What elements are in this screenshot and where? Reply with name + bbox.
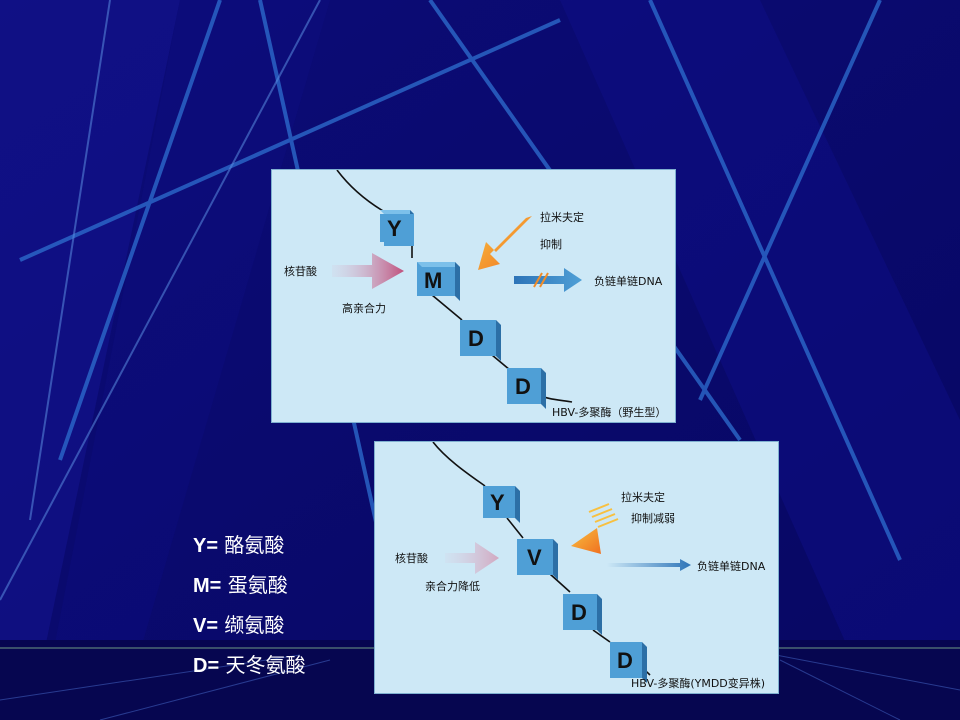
legend-name: 天冬氨酸 bbox=[225, 653, 306, 677]
residue-label-v: V bbox=[527, 545, 542, 570]
residue-label-y: Y bbox=[387, 216, 402, 241]
mutant-diagram bbox=[432, 442, 691, 683]
residue-label-y: Y bbox=[490, 490, 505, 515]
legend-code: V= bbox=[193, 615, 219, 637]
drug-effect-label: 抑制减弱 bbox=[631, 512, 675, 525]
block-marks bbox=[533, 272, 549, 288]
product-label: 负链单链DNA bbox=[697, 560, 766, 573]
affinity-label: 高亲合力 bbox=[342, 302, 386, 315]
residue-block-d1 bbox=[460, 320, 501, 361]
legend-name: 缬氨酸 bbox=[224, 613, 285, 637]
drug-label: 拉米夫定 bbox=[540, 211, 584, 224]
residue-block-y bbox=[483, 486, 520, 523]
lamivudine-inhibit-arrow bbox=[478, 216, 532, 270]
affinity-label: 亲合力降低 bbox=[425, 580, 480, 593]
residue-block-m bbox=[417, 262, 460, 301]
legend-code: Y= bbox=[193, 535, 219, 557]
wild-type-panel: Y M D D 拉米夫定 抑制 核苷酸 高亲合力 负链单链DNA HBV-多聚酶… bbox=[271, 169, 676, 423]
residue-label-d1: D bbox=[468, 326, 484, 351]
amino-acid-legend: Y= 酪氨酸 M= 蛋氨酸 V= 缬氨酸 D= 天冬氨酸 bbox=[193, 530, 305, 690]
panel-caption: HBV-多聚酶(YMDD变异株) bbox=[631, 677, 766, 690]
product-arrow bbox=[514, 268, 582, 292]
residue-block-d2 bbox=[507, 368, 546, 409]
legend-code: D= bbox=[193, 655, 220, 677]
product-label: 负链单链DNA bbox=[594, 275, 663, 288]
legend-name: 酪氨酸 bbox=[224, 533, 285, 557]
legend-row-y: Y= 酪氨酸 bbox=[193, 530, 305, 570]
substrate-label: 核苷酸 bbox=[284, 265, 317, 278]
lamivudine-inhibit-arrow bbox=[571, 528, 601, 554]
weakened-arrow-stripes bbox=[588, 503, 619, 528]
legend-row-m: M= 蛋氨酸 bbox=[193, 570, 305, 610]
legend-row-v: V= 缬氨酸 bbox=[193, 610, 305, 650]
residue-block-d2 bbox=[610, 642, 647, 683]
wild-type-diagram bbox=[332, 170, 582, 409]
nucleoside-arrow bbox=[445, 542, 499, 574]
residue-label-d2: D bbox=[617, 648, 633, 673]
legend-name: 蛋氨酸 bbox=[227, 573, 288, 597]
residue-label-m: M bbox=[424, 268, 443, 293]
residue-block-d1 bbox=[563, 594, 602, 635]
substrate-label: 核苷酸 bbox=[395, 552, 428, 565]
drug-label: 拉米夫定 bbox=[621, 491, 665, 504]
residue-label-d1: D bbox=[571, 600, 587, 625]
polymerase-strand bbox=[336, 170, 573, 403]
legend-code: M= bbox=[193, 575, 222, 597]
product-arrow bbox=[607, 559, 691, 571]
residue-block-v bbox=[517, 539, 558, 580]
drug-effect-label: 抑制 bbox=[540, 238, 562, 251]
nucleoside-arrow bbox=[332, 253, 404, 289]
legend-row-d: D= 天冬氨酸 bbox=[193, 650, 305, 690]
mutant-panel: Y V D D 拉米夫定 抑制减弱 核苷酸 亲合力降低 负链单链DNA HBV-… bbox=[374, 441, 779, 694]
panel-caption: HBV-多聚酶（野生型） bbox=[552, 406, 667, 419]
residue-label-d2: D bbox=[515, 374, 531, 399]
polymerase-strand bbox=[432, 442, 651, 676]
residue-block-y bbox=[380, 210, 414, 246]
